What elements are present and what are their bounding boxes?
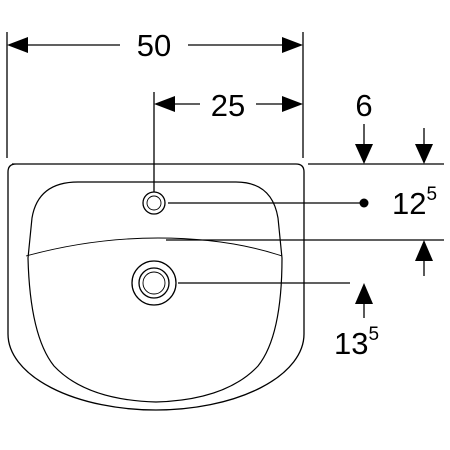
drain-hole	[131, 260, 177, 306]
dimension-ridge-level	[166, 239, 444, 276]
basin-inner-bowl	[27, 181, 283, 403]
tap-hole-height-main: 12	[392, 186, 426, 221]
dimension-label-overflow-height: 135	[334, 324, 379, 361]
overflow-height-superscript: 5	[368, 324, 379, 345]
overflow-height-main: 13	[334, 326, 368, 361]
dimension-overflow-height	[178, 282, 373, 318]
dimension-label-tap-hole-height: 125	[392, 184, 437, 221]
bowl-ridge-line	[25, 237, 283, 257]
basin-outer-outline	[7, 163, 305, 411]
dimension-label-rim-depth: 6	[355, 88, 372, 123]
dimension-tap-hole-height	[168, 198, 369, 208]
dimension-label-tap-hole-offset: 25	[211, 88, 245, 123]
dimension-rim-depth	[308, 124, 444, 165]
dimension-label-overall-width: 50	[137, 28, 171, 63]
tap-hole	[142, 191, 166, 215]
tap-hole-height-superscript: 5	[426, 184, 437, 205]
dimension-tap-hole-offset	[153, 92, 303, 192]
dimension-overall-width	[6, 32, 304, 158]
